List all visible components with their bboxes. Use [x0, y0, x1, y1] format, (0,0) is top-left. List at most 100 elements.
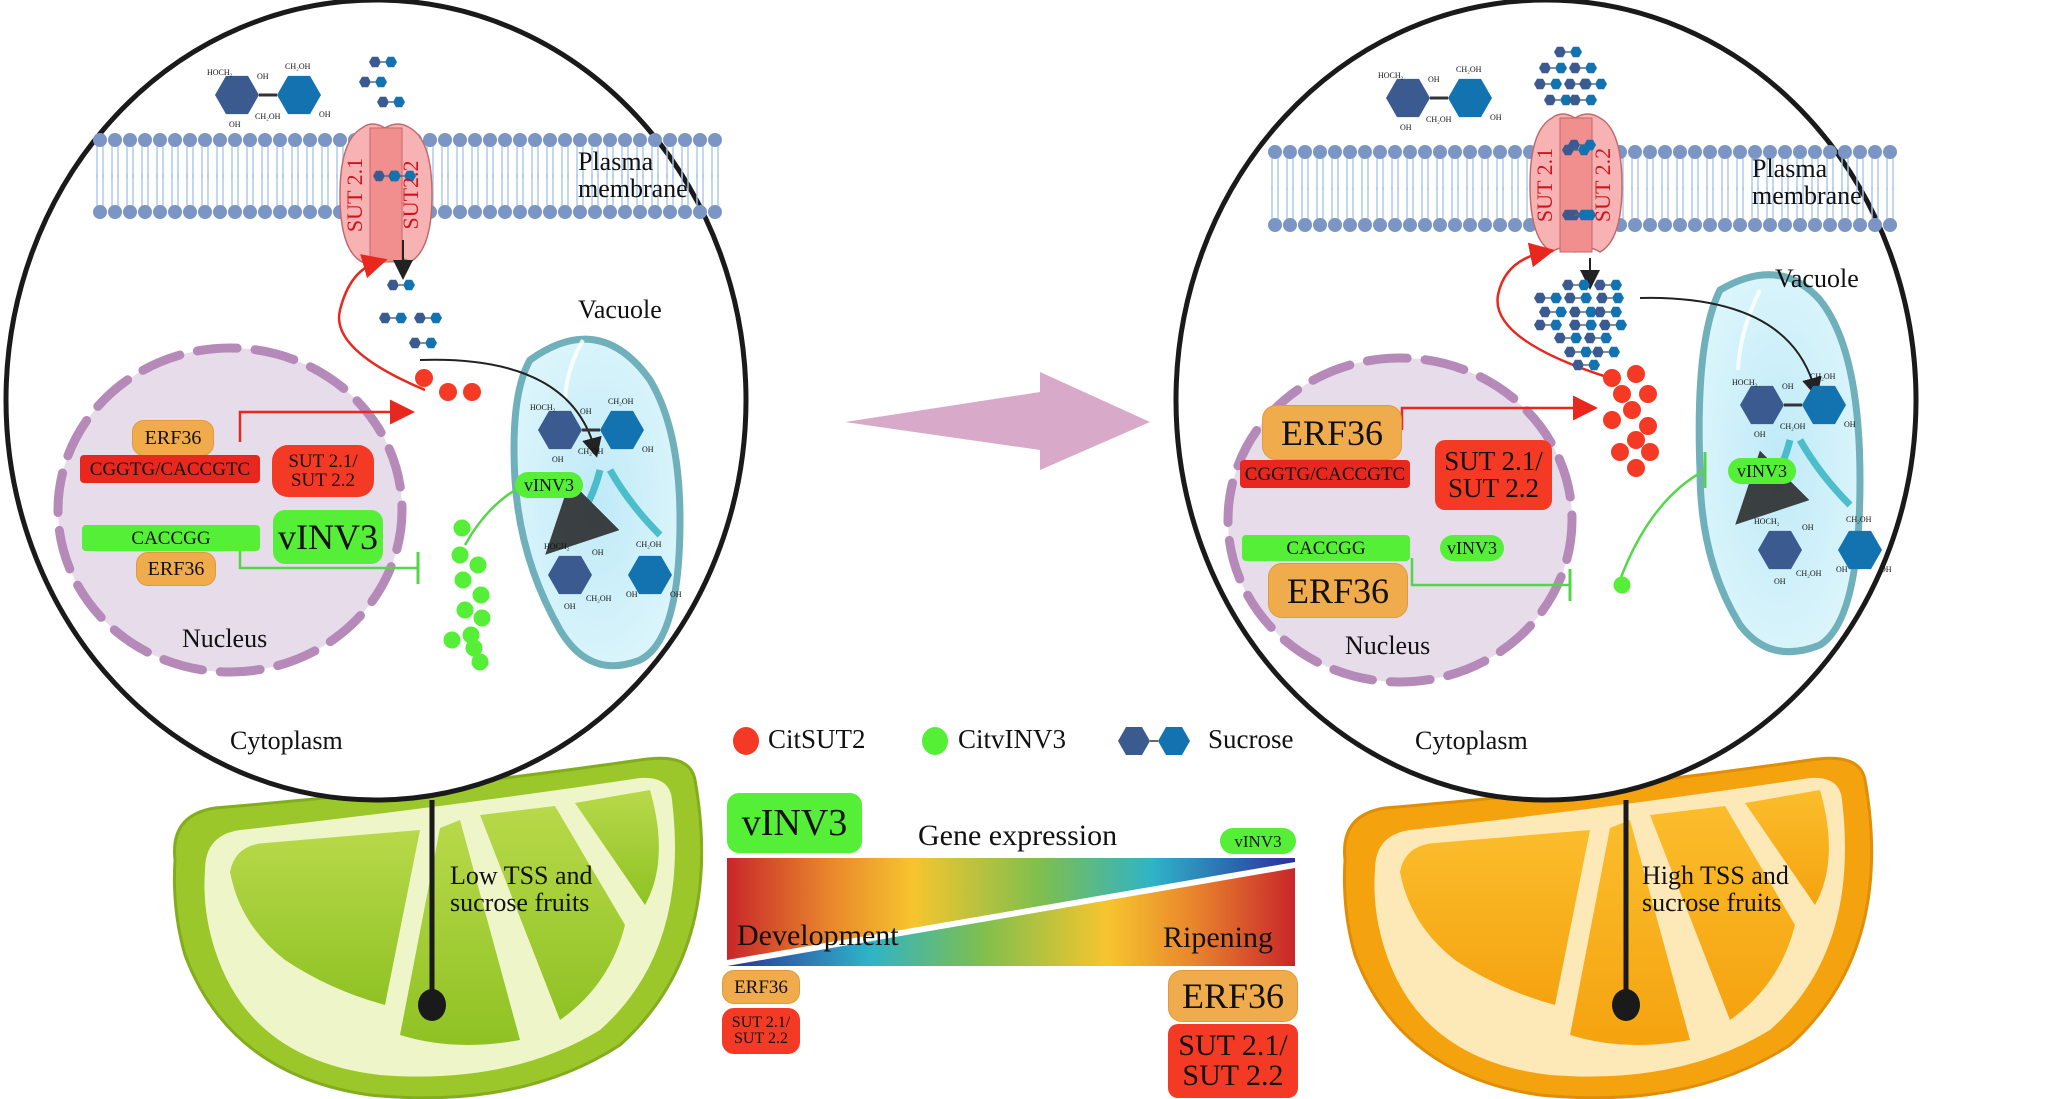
lipid-head [93, 133, 107, 147]
citsut2-dot [1627, 431, 1645, 449]
lime-fruit [172, 756, 704, 1099]
citsut2-dot [1639, 385, 1657, 403]
transporter-label-sut22-left: SUT2.2 [398, 160, 423, 229]
sucrose-molecule [1564, 292, 1592, 304]
lipid-head [1478, 145, 1492, 159]
lipid-head [1718, 218, 1732, 232]
chem-label: OH [552, 455, 564, 464]
lipid-head [258, 205, 272, 219]
lipid-head [1463, 218, 1477, 232]
lipid-head [1688, 145, 1702, 159]
chem-label: CH₂OH [1426, 115, 1452, 124]
sucrose-molecule [1569, 319, 1597, 331]
lipid-head [1448, 145, 1462, 159]
citsut2-dot [415, 369, 433, 387]
lipid-head [1838, 145, 1852, 159]
lipid-head [1673, 145, 1687, 159]
legend-citsut2-label: CitSUT2 [768, 724, 866, 754]
lipid-head [1703, 145, 1717, 159]
gene-expression-title: Gene expression [918, 819, 1118, 852]
lipid-head [153, 205, 167, 219]
erf36-top-right: ERF36 [1262, 405, 1402, 460]
fructose-ring-icon [1758, 530, 1802, 570]
glucose-ring-icon [1448, 78, 1492, 118]
lipid-head [1628, 218, 1642, 232]
nuclear-envelope-right [1223, 353, 1577, 687]
chem-label: OH [229, 120, 241, 129]
vinv3-enzyme-right: vINV3 [1728, 458, 1796, 484]
chem-label: CH₂OH [578, 447, 604, 456]
lipid-head [198, 205, 212, 219]
citsut2-dot [463, 383, 481, 401]
lipid-head [1328, 145, 1342, 159]
sucrose-molecule [1579, 78, 1607, 90]
legend-red-dot-icon [733, 727, 759, 755]
legend-sucrose-icon [1118, 727, 1190, 755]
sucrose-molecule [379, 312, 407, 324]
lipid-head [1658, 145, 1672, 159]
lipid-head [1463, 145, 1477, 159]
sucrose-molecule [1534, 319, 1562, 331]
chem-label: CH₂OH [1846, 515, 1872, 524]
lipid-head [1508, 218, 1522, 232]
nuclear-envelope-left [53, 343, 407, 677]
chem-label: HOCH₂ [544, 542, 570, 551]
lipid-head [693, 205, 707, 219]
lipid-head [663, 205, 677, 219]
lipid-head [1763, 218, 1777, 232]
lipid-head [168, 133, 182, 147]
cytoplasm-label-left: Cytoplasm [230, 726, 343, 755]
lipid-head [588, 133, 602, 147]
citsut2-dot [1627, 459, 1645, 477]
vinv3-high-start: vINV3 [727, 793, 862, 853]
legend-sucrose-label: Sucrose [1208, 724, 1294, 754]
pointer-dot-right [1612, 989, 1640, 1021]
glucose-ring-icon [628, 555, 672, 595]
vacuole-label-left: Vacuole [578, 295, 662, 324]
erf36-vinv3-inhibit-right [1410, 558, 1570, 587]
lipid-head [1778, 218, 1792, 232]
glucose-ring-icon [600, 410, 644, 450]
lipid-head [453, 133, 467, 147]
fructose-ring-icon [1386, 78, 1430, 118]
lipid-head [123, 133, 137, 147]
left-cell [3, 0, 749, 803]
chem-label: OH [642, 445, 654, 454]
lipid-head [633, 133, 647, 147]
lipid-head [1448, 218, 1462, 232]
citvinv3-dot [462, 626, 480, 644]
lipid-head [1733, 145, 1747, 159]
lipid-head [1358, 145, 1372, 159]
lipid-head [498, 205, 512, 219]
lipid-head [1343, 218, 1357, 232]
vinv3-expression-wedge [727, 858, 1295, 960]
sucrose-molecule [1554, 332, 1582, 344]
sucrose-molecule [1562, 209, 1590, 221]
legend-icons [733, 727, 1190, 755]
sut-erf36-expression-wedge [727, 868, 1295, 966]
lipid-head [1763, 145, 1777, 159]
erf36-sut-arrow-left [238, 399, 415, 442]
lipid-head [213, 205, 227, 219]
glucose-ring-icon [1802, 385, 1846, 425]
lipid-head [543, 133, 557, 147]
lipid-head [423, 133, 437, 147]
sucrose-molecule [359, 76, 387, 88]
lipid-head [303, 205, 317, 219]
sucrose-molecule [1596, 292, 1624, 304]
lipid-head [528, 205, 542, 219]
lipid-head [123, 205, 137, 219]
sucrose-molecule [1594, 306, 1622, 318]
lipid-head [1868, 218, 1882, 232]
sut-gene-right: SUT 2.1/SUT 2.2 [1435, 440, 1552, 510]
legend-citvinv3-label: CitvINV3 [958, 724, 1066, 754]
chem-label: CH₂OH [608, 397, 634, 406]
erf36-high-end: ERF36 [1168, 970, 1298, 1022]
chem-label: HOCH₂ [530, 403, 556, 412]
sut-activation-arrow-right [1496, 242, 1611, 380]
sucrose-molecule [377, 96, 405, 108]
sucrose-molecule [1569, 62, 1597, 74]
